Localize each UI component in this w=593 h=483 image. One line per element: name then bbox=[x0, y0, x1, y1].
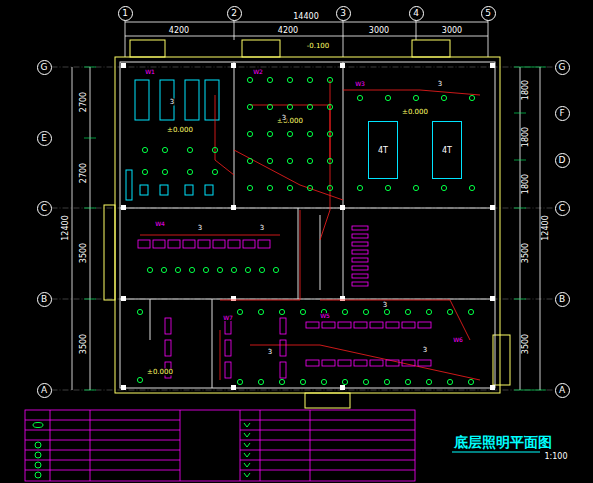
dimension-text: 2700 bbox=[80, 162, 88, 184]
axis-label: D bbox=[559, 155, 566, 165]
axis-label: G bbox=[559, 62, 566, 72]
axis-label: 1 bbox=[122, 8, 128, 18]
note-text: 3 bbox=[281, 115, 287, 122]
note-text: 3 bbox=[259, 225, 265, 232]
axis-label: F bbox=[559, 108, 564, 118]
note-text: ±0.000 bbox=[166, 127, 194, 134]
note-text: 14400 bbox=[292, 13, 319, 21]
circuit-label: W5 bbox=[319, 313, 331, 319]
axis-bubble: C bbox=[37, 201, 52, 216]
note-text: ±0.000 bbox=[401, 109, 429, 116]
note-text: 3 bbox=[422, 347, 428, 354]
dimension-text: 1800 bbox=[522, 126, 530, 148]
axis-label: 2 bbox=[231, 8, 237, 18]
note-text: 3000 bbox=[368, 27, 390, 35]
axis-grid-line bbox=[52, 67, 555, 68]
transformer-box: 4T bbox=[368, 121, 398, 179]
circuit-label: W3 bbox=[354, 81, 366, 87]
axis-bubble: A bbox=[37, 383, 52, 398]
dimension-text: 3500 bbox=[80, 333, 88, 355]
note-text: 3 bbox=[169, 99, 175, 106]
axis-bubble: 2 bbox=[227, 6, 242, 21]
dimension-text: 3500 bbox=[80, 242, 88, 264]
note-text: 1:100 bbox=[543, 453, 568, 461]
note-text: ±0.000 bbox=[146, 369, 174, 376]
note-text: 3 bbox=[437, 81, 443, 88]
note-text: 3 bbox=[267, 349, 273, 356]
dimension-text: 3500 bbox=[522, 333, 530, 355]
dimension-text: 1800 bbox=[522, 79, 530, 101]
note-text: 3 bbox=[382, 302, 388, 309]
axis-label: C bbox=[559, 203, 565, 213]
axis-bubble: C bbox=[555, 201, 570, 216]
axis-label: A bbox=[559, 385, 565, 395]
dimension-text: 3500 bbox=[522, 242, 530, 264]
equipment-label: 4T bbox=[378, 146, 388, 155]
axis-label: G bbox=[41, 62, 48, 72]
note-text: 3 bbox=[197, 225, 203, 232]
axis-bubble: E bbox=[37, 131, 52, 146]
axis-label: 5 bbox=[485, 8, 491, 18]
circuit-label: W1 bbox=[144, 69, 156, 75]
dimension-text: 12400 bbox=[62, 214, 70, 241]
axis-label: E bbox=[41, 133, 47, 143]
axis-label: B bbox=[41, 294, 47, 304]
circuit-label: W7 bbox=[222, 315, 234, 321]
note-text: -0.100 bbox=[306, 43, 331, 50]
axis-grid-line bbox=[52, 390, 555, 391]
axis-label: 4 bbox=[413, 8, 419, 18]
axis-label: 3 bbox=[340, 8, 346, 18]
dimension-text: 1800 bbox=[522, 173, 530, 195]
axis-bubble: 4 bbox=[409, 6, 424, 21]
axis-grid-line bbox=[52, 208, 555, 209]
circuit-label: W2 bbox=[252, 69, 264, 75]
drawing-title: 底层照明平面图 bbox=[454, 434, 552, 452]
axis-bubble: 1 bbox=[118, 6, 133, 21]
dimension-text: 12400 bbox=[542, 214, 550, 241]
equipment-label: 4T bbox=[442, 146, 452, 155]
dimension-text: 2700 bbox=[80, 91, 88, 113]
note-text: 3000 bbox=[441, 27, 463, 35]
axis-bubble: 5 bbox=[481, 6, 496, 21]
note-text: 4200 bbox=[168, 27, 190, 35]
axis-bubble: F bbox=[555, 106, 570, 121]
circuit-label: W4 bbox=[154, 221, 166, 227]
transformer-box: 4T bbox=[432, 121, 462, 179]
axis-label: A bbox=[41, 385, 47, 395]
axis-label: B bbox=[559, 294, 565, 304]
axis-bubble: G bbox=[555, 60, 570, 75]
axis-bubble: B bbox=[555, 292, 570, 307]
axis-bubble: B bbox=[37, 292, 52, 307]
note-text: 4200 bbox=[277, 27, 299, 35]
axis-bubble: A bbox=[555, 383, 570, 398]
axis-bubble: D bbox=[555, 153, 570, 168]
axis-grid-line bbox=[52, 299, 555, 300]
circuit-label: W6 bbox=[452, 337, 464, 343]
axis-bubble: 3 bbox=[336, 6, 351, 21]
axis-bubble: G bbox=[37, 60, 52, 75]
axis-label: C bbox=[41, 203, 47, 213]
